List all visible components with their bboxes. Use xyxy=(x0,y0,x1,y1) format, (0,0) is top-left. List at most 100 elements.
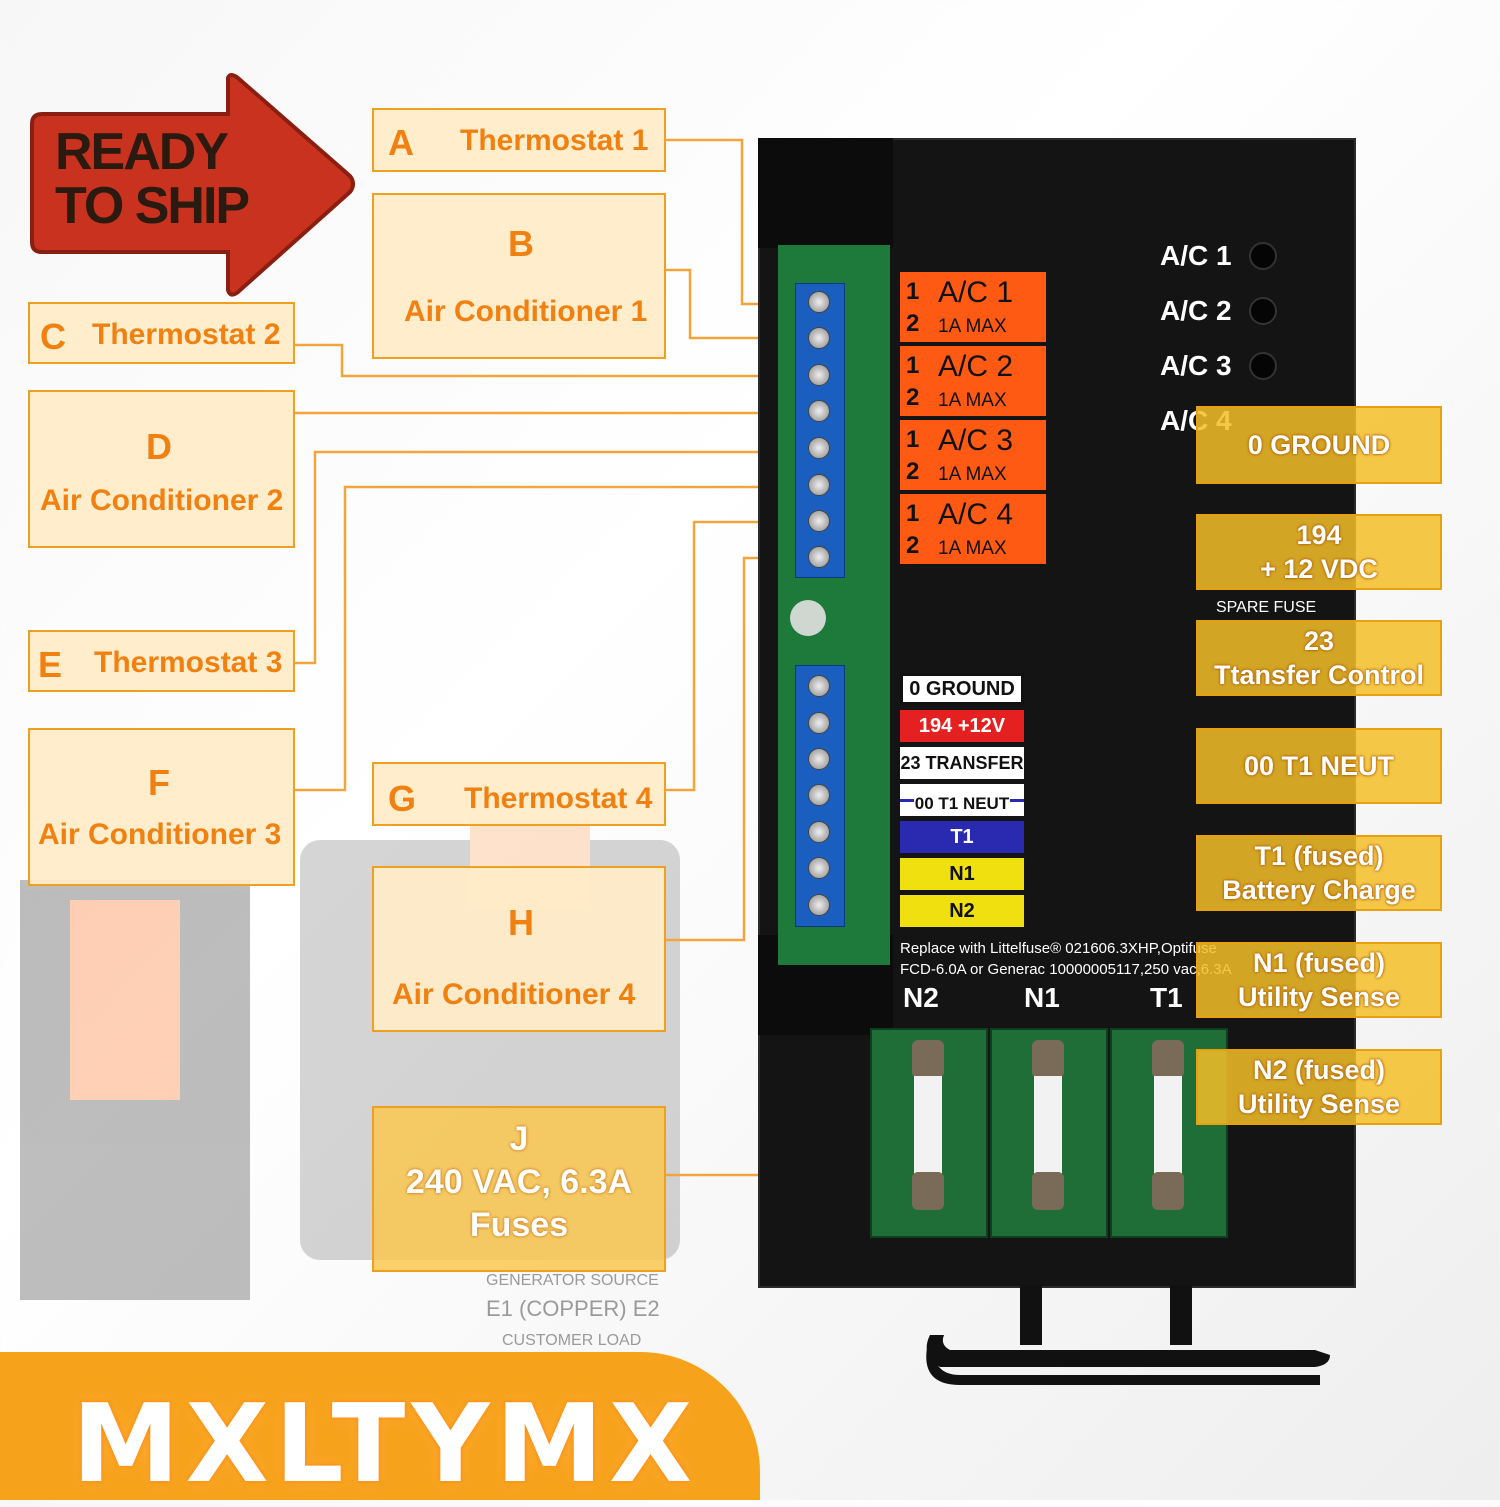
label-j-fuses: J 240 VAC, 6.3A Fuses xyxy=(372,1106,666,1272)
glass-fuse-icon[interactable] xyxy=(906,1040,950,1210)
terminal-screw[interactable] xyxy=(808,712,830,734)
tag-max: 1A MAX xyxy=(938,316,1007,337)
tag-pin-2: 2 xyxy=(906,458,920,485)
glass-fuse-icon[interactable] xyxy=(1026,1040,1070,1210)
label-text: Thermostat 2 xyxy=(92,318,281,351)
label-letter: J xyxy=(509,1120,529,1158)
label-letter: C xyxy=(40,316,66,357)
badge-line: TO SHIP xyxy=(55,177,250,235)
fuse-label: N1 xyxy=(1024,982,1060,1013)
replace-line: FCD-6.0A or Generac 10000005117,250 vac,… xyxy=(900,961,1232,978)
ready-to-ship-badge: READY TO SHIP xyxy=(55,125,295,233)
tag-pin-2: 2 xyxy=(906,532,920,559)
wire-label-transfer: 23 TRANSFER xyxy=(900,747,1024,779)
label-c-thermostat-2: C Thermostat 2 xyxy=(28,302,295,364)
tag-pin-1: 1 xyxy=(906,500,920,527)
label-text: Fuses xyxy=(469,1206,569,1244)
label-e-thermostat-3: E Thermostat 3 xyxy=(28,630,295,692)
terminal-screw[interactable] xyxy=(808,821,830,843)
label-b-air-conditioner-1: B Air Conditioner 1 xyxy=(372,193,666,359)
wire-label-neut: 00 T1 NEUT xyxy=(900,784,1024,816)
label-h-air-conditioner-4: H Air Conditioner 4 xyxy=(372,866,666,1032)
label-text: Thermostat 1 xyxy=(460,124,649,157)
label-text: 194 xyxy=(1296,520,1342,550)
label-a-thermostat-1: A Thermostat 1 xyxy=(372,108,666,172)
terminal-screw[interactable] xyxy=(808,327,830,349)
tag-max: 1A MAX xyxy=(938,390,1007,411)
ready-to-ship-arrow-icon xyxy=(30,73,355,297)
label-text: Air Conditioner 2 xyxy=(40,484,284,517)
terminal-screw[interactable] xyxy=(808,400,830,422)
led-label: A/C 1 xyxy=(1160,240,1232,271)
terminal-screw[interactable] xyxy=(808,437,830,459)
terminal-block-lower xyxy=(795,665,845,927)
label-g-thermostat-4: G Thermostat 4 xyxy=(372,762,666,826)
label-text: Ttansfer Control xyxy=(1213,660,1424,690)
label-n1-utility-sense: N1 (fused) Utility Sense xyxy=(1196,942,1442,1018)
tag-name: A/C 3 xyxy=(938,424,1014,457)
label-n2-utility-sense: N2 (fused) Utility Sense xyxy=(1196,1049,1442,1125)
mounting-clip-icon xyxy=(926,1285,1330,1385)
label-t1-neut: 00 T1 NEUT xyxy=(1196,728,1442,804)
brand-banner xyxy=(0,1352,760,1500)
terminal-screw[interactable] xyxy=(808,546,830,568)
label-text: 240 VAC, 6.3A xyxy=(405,1163,633,1201)
tag-name: A/C 2 xyxy=(938,350,1014,383)
tag-name: A/C 4 xyxy=(938,498,1014,531)
neut-stripe xyxy=(1010,799,1024,802)
tag-name: A/C 1 xyxy=(938,276,1014,309)
label-letter: E xyxy=(38,644,63,685)
led-label: A/C 2 xyxy=(1160,295,1232,326)
fuse-label: T1 xyxy=(1150,982,1183,1013)
label-text: Thermostat 4 xyxy=(464,782,653,815)
label-d-air-conditioner-2: D Air Conditioner 2 xyxy=(28,390,295,548)
tag-pin-2: 2 xyxy=(906,310,920,337)
wire-label-n1: N1 xyxy=(900,858,1024,890)
label-letter: F xyxy=(148,762,170,803)
tag-pin-1: 1 xyxy=(906,426,920,453)
terminal-screw[interactable] xyxy=(808,510,830,532)
ac-terminal-tag: 1 2 A/C 4 1A MAX xyxy=(900,494,1046,564)
spare-fuse-holder-icon xyxy=(790,600,826,636)
spare-fuse-label: SPARE FUSE xyxy=(1216,599,1317,616)
label-text: Air Conditioner 3 xyxy=(38,818,282,851)
ac-terminal-tag: 1 2 A/C 1 1A MAX xyxy=(900,272,1046,342)
brand-logo: MXLTYMX xyxy=(72,1382,699,1507)
ghost-label-text: CUSTOMER LOAD xyxy=(502,1332,642,1349)
label-letter: H xyxy=(508,902,534,943)
label-t1-battery-charge: T1 (fused) Battery Charge xyxy=(1196,835,1442,911)
label-text: Utility Sense xyxy=(1237,982,1401,1012)
tag-pin-1: 1 xyxy=(906,352,920,379)
led-indicator-icon xyxy=(1249,242,1277,270)
replace-instructions: Replace with Littelfuse® 021606.3XHP,Opt… xyxy=(900,938,1232,980)
terminal-screw[interactable] xyxy=(808,894,830,916)
terminal-screw[interactable] xyxy=(808,474,830,496)
label-text: Air Conditioner 1 xyxy=(404,295,648,328)
label-letter: G xyxy=(388,778,417,819)
label-text: Thermostat 3 xyxy=(94,646,283,679)
tag-max: 1A MAX xyxy=(938,538,1007,559)
fuse-label: N2 xyxy=(903,982,939,1013)
led-indicator-icon xyxy=(1249,297,1277,325)
wire-label-ground: 0 GROUND xyxy=(900,673,1024,705)
ghost-label-text: E1 (COPPER) E2 xyxy=(486,1296,660,1321)
label-text: T1 (fused) xyxy=(1254,841,1384,871)
terminal-screw[interactable] xyxy=(808,291,830,313)
tag-max: 1A MAX xyxy=(938,464,1007,485)
wire-label-t1: T1 xyxy=(900,821,1024,853)
label-text: 23 xyxy=(1303,626,1335,656)
glass-fuse-icon[interactable] xyxy=(1146,1040,1190,1210)
label-letter: D xyxy=(146,426,172,467)
terminal-screw[interactable] xyxy=(808,675,830,697)
label-letter: A xyxy=(388,122,414,163)
neut-stripe xyxy=(900,799,914,802)
terminal-screw[interactable] xyxy=(808,748,830,770)
badge-line: READY xyxy=(55,123,229,181)
terminal-screw[interactable] xyxy=(808,364,830,386)
label-12vdc: 194 + 12 VDC xyxy=(1196,514,1442,590)
label-text: N2 (fused) xyxy=(1252,1055,1385,1085)
tag-pin-1: 1 xyxy=(906,278,920,305)
tag-pin-2: 2 xyxy=(906,384,920,411)
terminal-screw[interactable] xyxy=(808,857,830,879)
terminal-screw[interactable] xyxy=(808,784,830,806)
